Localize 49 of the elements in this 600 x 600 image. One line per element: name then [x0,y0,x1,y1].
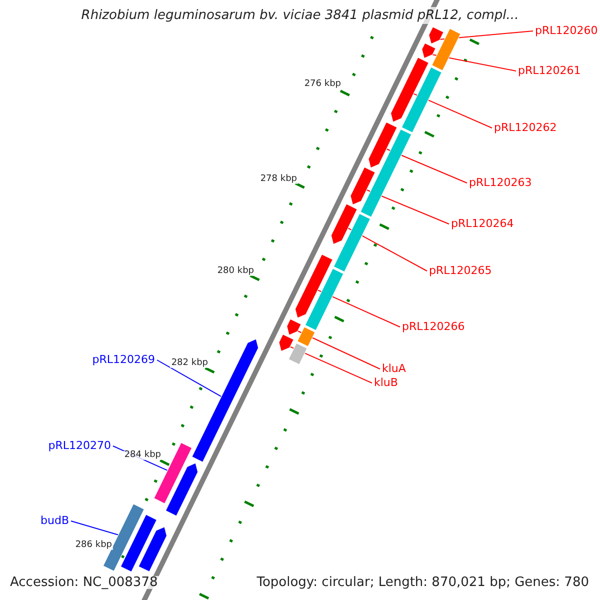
gene-block [401,66,442,133]
gene-label: kluB [374,377,398,388]
gene-feature [278,334,294,352]
gene-label: pRL120269 [92,354,155,365]
gene-label: budB [40,515,69,526]
gene-feature [428,26,444,44]
gene-block [333,213,371,272]
gene-label: pRL120262 [494,122,557,133]
leader-line [413,93,492,128]
scale-label: 284 kbp [123,450,162,460]
leader-line [156,360,222,398]
gene-label: pRL120263 [469,177,532,188]
gene-block [288,342,308,365]
scale-label: 286 kbp [74,540,113,550]
gene-label: pRL120264 [451,218,514,229]
gene-label: kluA [382,363,406,374]
gene-label: pRL120270 [48,440,111,451]
scale-label: 280 kbp [216,266,255,276]
gene-label: pRL120261 [518,65,581,76]
gene-label: pRL120266 [402,321,465,332]
scale-label: 278 kbp [259,174,298,184]
gene-feature [165,462,198,516]
info-text: Accession: NC_008378 [9,576,159,588]
leader-line [297,330,380,370]
gene-label: pRL120260 [535,25,598,36]
gene-feature [286,318,302,336]
gene-feature [294,254,334,318]
leader-line [290,346,372,384]
info-text: Topology: circular; Length: 870,021 bp; Genes: 780 [256,576,590,588]
gene-block [360,128,412,218]
leader-line [366,189,450,224]
gene-feature [350,166,376,206]
gene-block [120,514,158,572]
gene-feature [192,338,259,462]
gene-feature [138,526,168,572]
gene-block [304,268,344,331]
gene-feature [390,57,430,123]
scale-label: 276 kbp [303,80,342,88]
leader-line [70,520,119,536]
leader-line [386,148,468,184]
gene-block [296,326,316,347]
leader-line [317,290,400,328]
gene-feature [421,42,436,59]
scale-label: 282 kbp [170,358,209,368]
gene-label: pRL120265 [429,265,492,276]
leader-line [348,228,428,272]
gene-feature [368,122,398,168]
gene-feature [330,204,358,245]
gene-block [431,28,461,71]
